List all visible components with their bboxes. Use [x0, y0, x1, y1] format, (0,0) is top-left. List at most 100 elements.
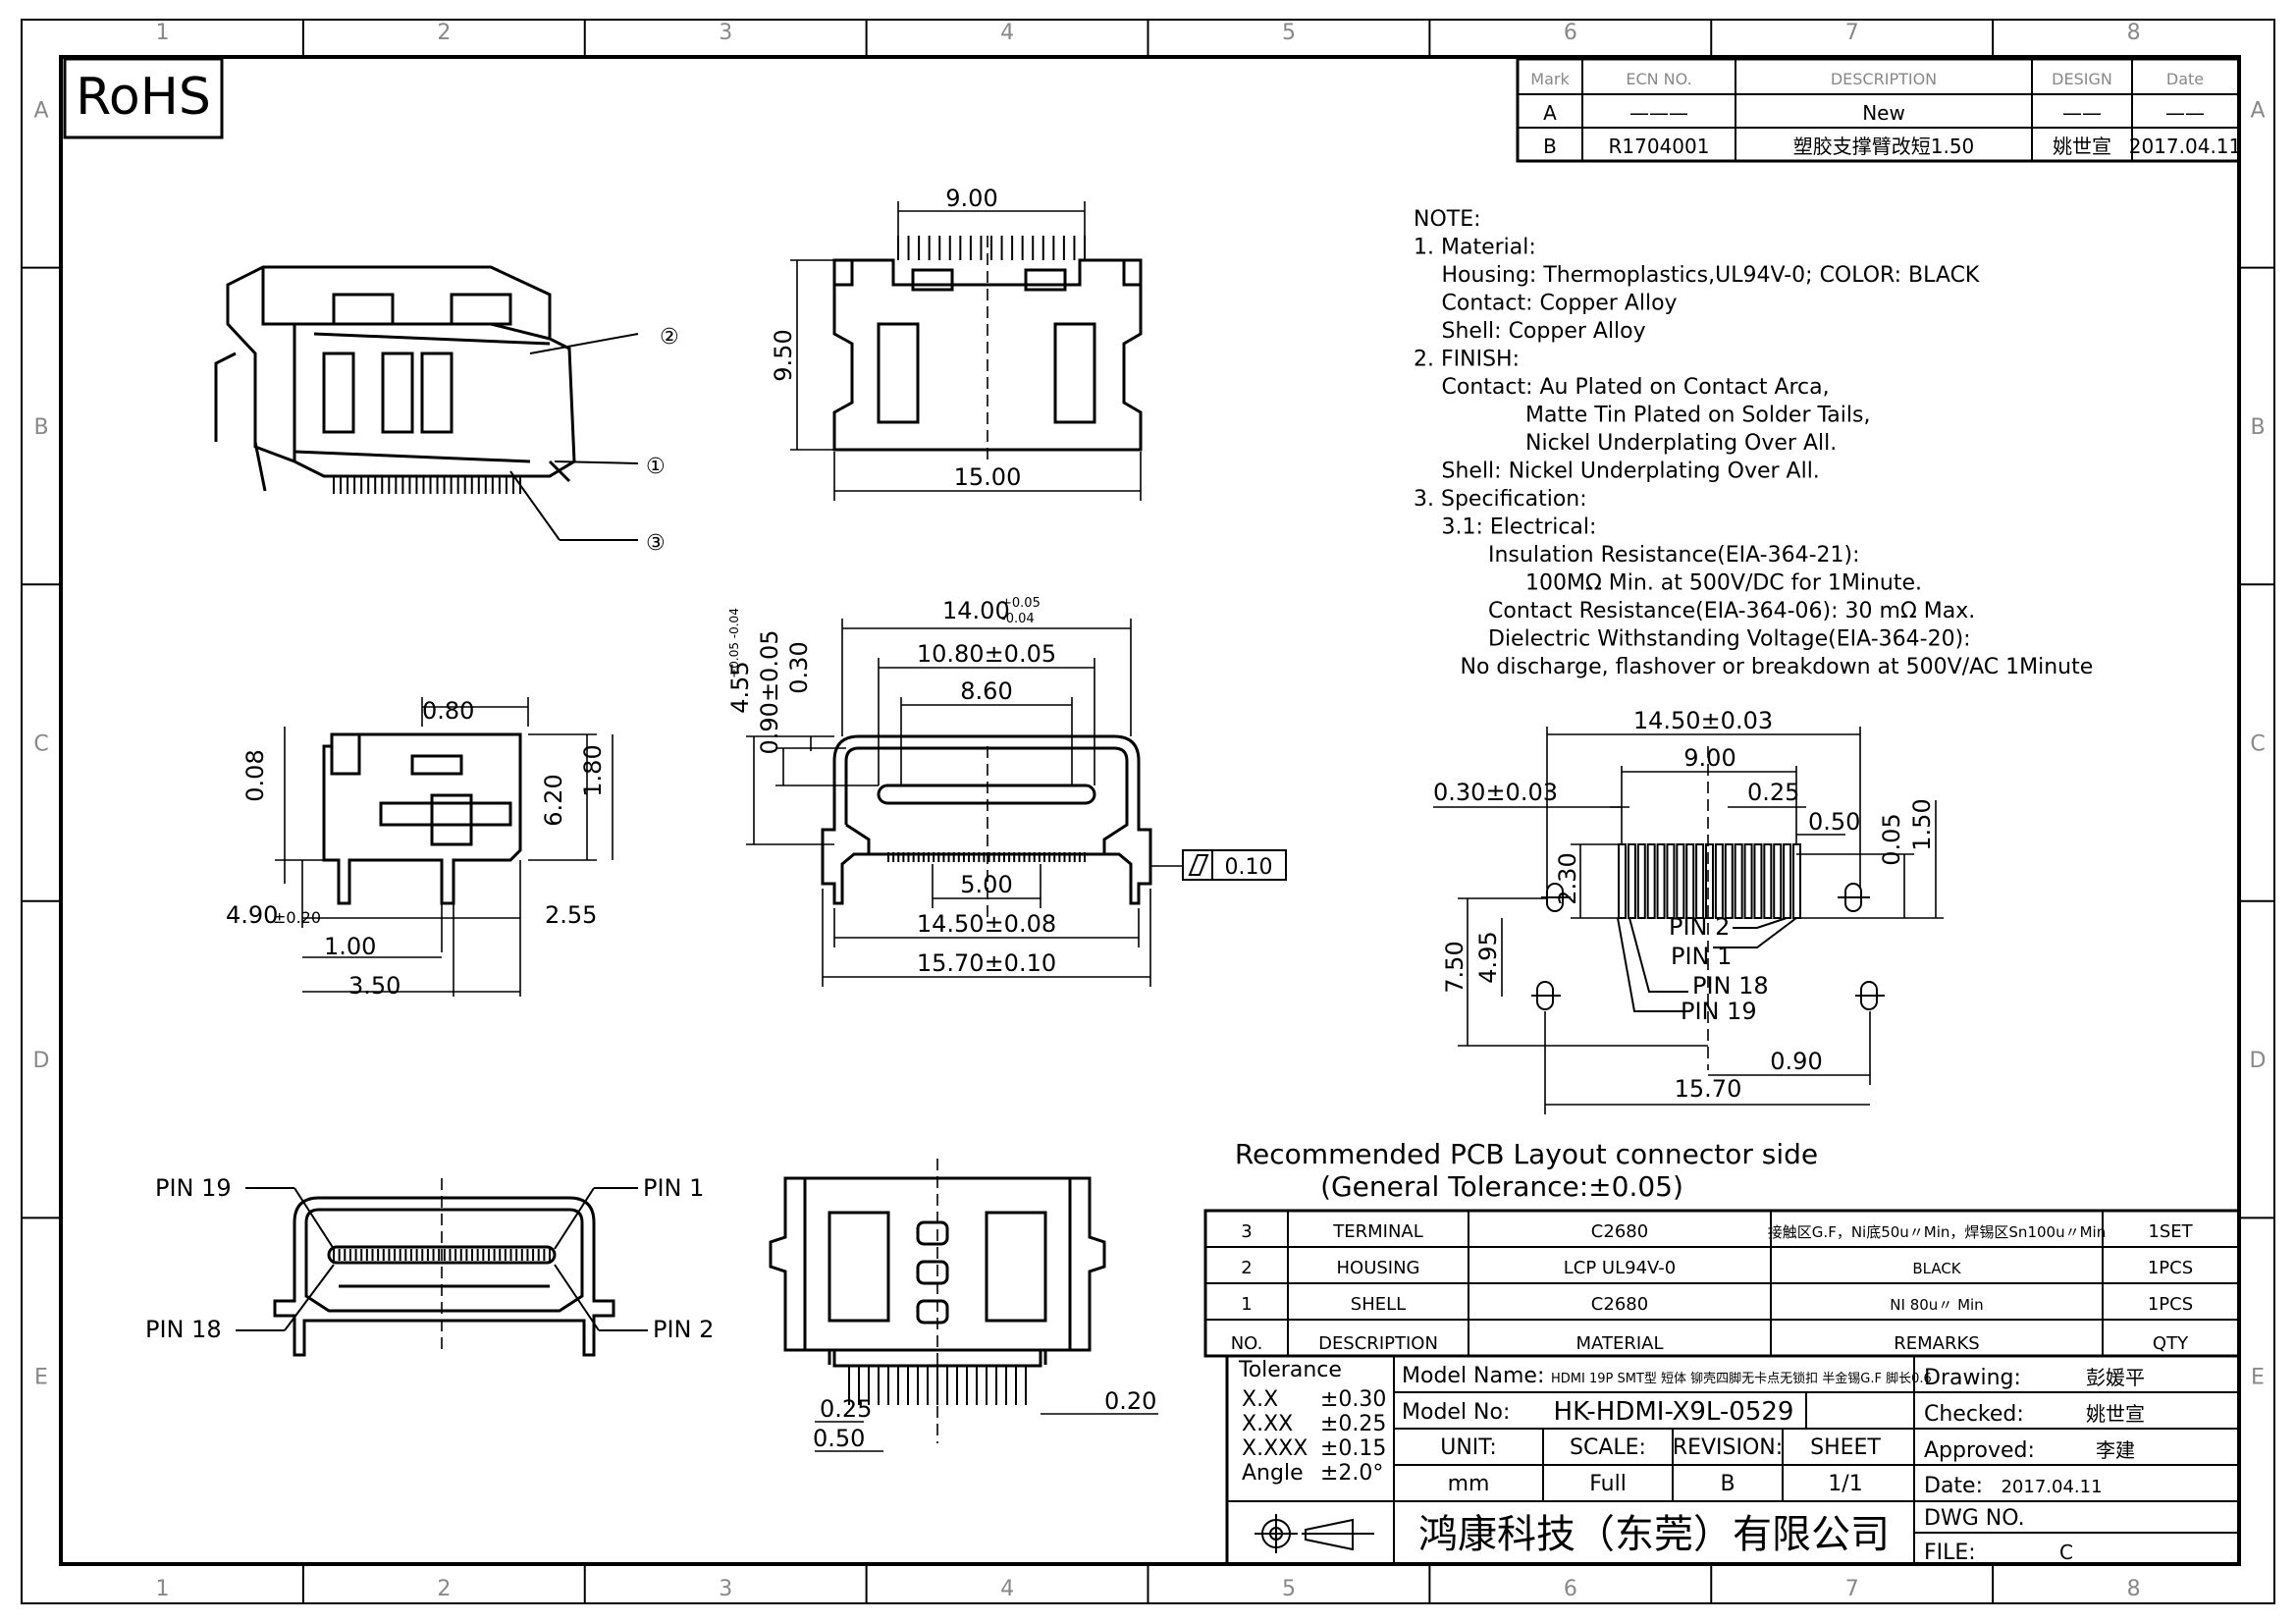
date-value: 2017.04.11	[2001, 1477, 2102, 1497]
note-line: Nickel Underplating Over All.	[1525, 431, 1837, 456]
pcb-pin18-label: PIN 18	[1692, 972, 1769, 1000]
approved-label: Approved:	[1924, 1438, 2035, 1463]
grid-row-label: E	[34, 1366, 48, 1390]
rev-cell: ——	[2165, 101, 2205, 125]
bom-header: REMARKS	[1894, 1333, 1979, 1354]
model-name-label: Model Name:	[1402, 1364, 1544, 1388]
bom-cell: BLACK	[1912, 1260, 1961, 1277]
pcb-pad	[1734, 843, 1743, 919]
rev-cell: A	[1543, 101, 1557, 125]
pcb-pad	[1627, 843, 1636, 919]
note-line: NOTE:	[1414, 207, 1481, 232]
note-line: 3. Specification:	[1414, 487, 1587, 512]
sheet-label: SHEET	[1810, 1435, 1881, 1460]
tol-grade: Angle	[1242, 1461, 1304, 1486]
dim-front-1570: 15.70±0.10	[917, 949, 1056, 977]
grid-col-label: 4	[1000, 1577, 1014, 1601]
dim-front-14-tol-up: +0.05	[1001, 596, 1041, 611]
pcb-pad	[1753, 843, 1763, 919]
side-view	[275, 697, 614, 997]
note-line: Dielectric Withstanding Voltage(EIA-364-…	[1488, 627, 1971, 652]
dim-top-950: 9.50	[770, 329, 797, 381]
sheet-value: 1/1	[1828, 1472, 1862, 1496]
flatness-value: 0.10	[1225, 855, 1273, 880]
notes-block: NOTE:1. Material:Housing: Thermoplastics…	[1414, 207, 2093, 679]
grid-row-label: D	[2250, 1049, 2267, 1073]
company-name: 鸿康科技（东莞）有限公司	[1418, 1512, 1890, 1557]
note-line: Shell: Copper Alloy	[1442, 319, 1646, 344]
dim-pcb-1570: 15.70	[1675, 1075, 1742, 1103]
dim-pcb-150: 1.50	[1908, 798, 1936, 850]
dim-side-490-tol: ±0.20	[273, 908, 321, 927]
grid-row-label: B	[33, 415, 48, 440]
dim-side-180: 1.80	[579, 744, 607, 796]
bom-cell: 1SET	[2148, 1221, 2193, 1242]
grid-row-label: B	[2250, 415, 2265, 440]
pcb-pin1-label: PIN 1	[1671, 943, 1732, 970]
approved-value: 李建	[2096, 1438, 2135, 1462]
dim-front-14: 14.00	[942, 597, 1010, 624]
rev-cell: ———	[1629, 101, 1688, 125]
pcb-pad	[1743, 843, 1753, 919]
scale-label: SCALE:	[1570, 1435, 1646, 1460]
pcb-pad	[1763, 843, 1773, 919]
date-label: Date:	[1924, 1474, 1983, 1498]
front-view	[746, 619, 1287, 987]
dim-front-455-tol: +0.05 -0.04	[727, 608, 741, 678]
drawing-value: 彭媛平	[2086, 1366, 2145, 1389]
pcb-pin19-label: PIN 19	[1681, 998, 1757, 1025]
bottom-view	[769, 1159, 1158, 1452]
balloon-2: ②	[660, 325, 679, 350]
rohs-label: RoHS	[76, 68, 211, 127]
note-line: Housing: Thermoplastics,UL94V-0; COLOR: …	[1442, 263, 1980, 288]
tolerance-label: Tolerance	[1238, 1358, 1342, 1382]
rev-cell: 2017.04.11	[2129, 135, 2242, 158]
bom-header: DESCRIPTION	[1318, 1333, 1438, 1354]
bom-cell: C2680	[1591, 1294, 1648, 1315]
note-line: 3.1: Electrical:	[1442, 515, 1597, 540]
rev-header: ECN NO.	[1626, 70, 1691, 88]
pcb-pad	[1783, 843, 1792, 919]
dwg-no-label: DWG NO.	[1924, 1506, 2025, 1531]
title-block: ToleranceX.X±0.30X.XX±0.25X.XXX±0.15Angl…	[1225, 1354, 2241, 1566]
dim-bot-025: 0.25	[820, 1395, 872, 1423]
dim-front-500: 5.00	[960, 871, 1012, 898]
dim-bot-050: 0.50	[813, 1425, 865, 1452]
rev-header: DESIGN	[2052, 70, 2112, 88]
grid-col-label: 7	[1845, 1577, 1859, 1601]
dim-front-1080: 10.80±0.05	[917, 640, 1056, 668]
face-pin1-label: PIN 1	[643, 1174, 704, 1202]
pcb-pad	[1792, 843, 1801, 919]
revision-label: REVISION:	[1673, 1435, 1783, 1460]
pcb-pin2-label: PIN 2	[1669, 913, 1730, 941]
rev-cell: 姚世宣	[2053, 135, 2111, 158]
grid-row-label: A	[33, 98, 48, 123]
tol-value: ±0.15	[1320, 1436, 1386, 1461]
bom-cell: 1PCS	[2148, 1258, 2193, 1278]
pcb-pad	[1724, 843, 1734, 919]
bom-cell: HOUSING	[1336, 1258, 1419, 1278]
dim-top-9: 9.00	[945, 185, 997, 212]
rev-header: Date	[2166, 70, 2204, 88]
top-view	[790, 201, 1143, 501]
note-line: Contact: Au Plated on Contact Arca,	[1442, 375, 1830, 400]
rev-cell: B	[1543, 135, 1557, 158]
dim-side-080: 0.80	[422, 697, 474, 725]
dim-pcb-900: 9.00	[1683, 744, 1735, 772]
dim-top-15: 15.00	[954, 463, 1022, 491]
dim-side-100: 1.00	[324, 933, 376, 960]
grid-col-label: 4	[1000, 21, 1014, 45]
rev-cell: 塑胶支撑臂改短1.50	[1793, 135, 1975, 158]
pcb-pad	[1705, 843, 1714, 919]
note-line: Contact: Copper Alloy	[1442, 292, 1678, 316]
pcb-pad	[1646, 843, 1656, 919]
grid-col-label: 3	[719, 21, 732, 45]
grid-col-label: 7	[1845, 21, 1859, 45]
pcb-pad	[1618, 843, 1627, 919]
note-line: No discharge, flashover or breakdown at …	[1461, 655, 2094, 679]
drawing-label: Drawing:	[1924, 1366, 2021, 1390]
tol-grade: X.XX	[1242, 1412, 1293, 1436]
grid-col-label: 8	[2127, 1577, 2141, 1601]
bom-cell: 1	[1241, 1294, 1252, 1315]
